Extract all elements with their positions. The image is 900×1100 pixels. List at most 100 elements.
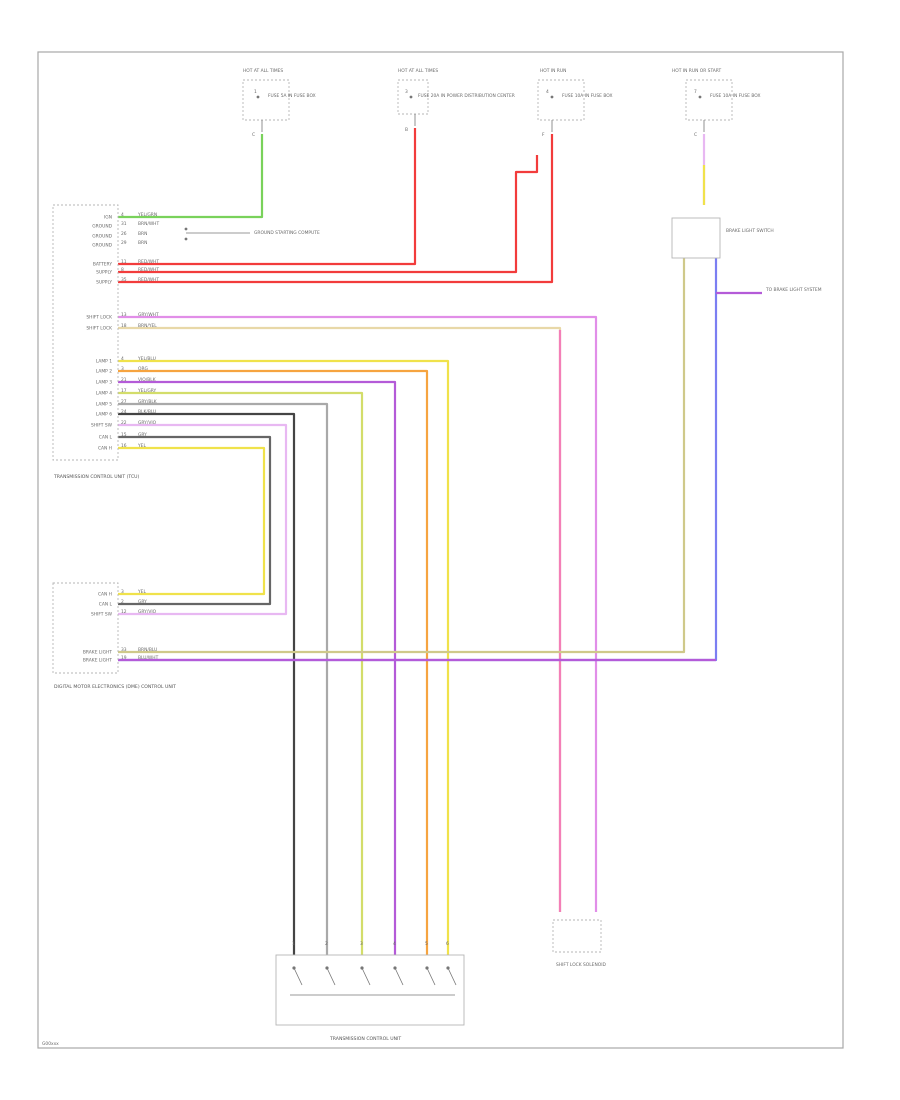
dme-pin-name: CAN L	[99, 602, 113, 608]
tcu-wire-color: RED/WHT	[138, 277, 159, 283]
diagram-frame	[37, 51, 844, 1049]
tcu-pin-name: BATTERY	[93, 262, 113, 268]
tcu-pin-num: 27	[121, 399, 127, 405]
tcu-wire-color: RED/WHT	[138, 259, 159, 265]
fuse-4: HOT IN RUN 4 FUSE 10A IN FUSE BOX F	[537, 68, 612, 138]
tcu-pin-num: 3	[121, 366, 124, 372]
wire-can-h-yellow	[118, 446, 266, 596]
tcu-wire-color: VIO/BLK	[138, 377, 156, 383]
fuse-7-text: FUSE 10A IN FUSE BOX	[710, 93, 760, 99]
tcu-pin-num: 22	[121, 420, 127, 426]
wire-tan-shift-lock	[118, 326, 562, 912]
selector-pin-num: 6	[446, 941, 449, 947]
dme-pin-num: 3	[121, 589, 124, 595]
tcu-pin-num: 18	[121, 323, 127, 329]
fuse-7-pin: C	[694, 132, 697, 138]
fuse-1-header: HOT AT ALL TIMES	[243, 68, 283, 74]
tcu-pin-name: SHIFT LOCK	[86, 315, 112, 321]
tcu-wire-color: BRN	[138, 240, 147, 246]
tcu-label: TRANSMISSION CONTROL UNIT (TCU)	[53, 474, 140, 480]
dme-pin-num: 12	[121, 609, 127, 615]
tcu-wire-color: YEL/GRY	[137, 388, 157, 394]
wire-magenta-shift-lock	[118, 315, 598, 912]
selector-contact	[293, 967, 303, 986]
wire-red-supply-2	[118, 134, 554, 284]
dme-wire-color: GRY/VIO	[138, 609, 157, 615]
selector-pin-num: 2	[325, 941, 328, 947]
tcu-pin-name: GROUND	[92, 234, 112, 240]
tcu-pin-name: CAN L	[99, 435, 113, 441]
tcu-pin-name: SUPPLY	[96, 280, 112, 286]
tcu-pin-name: IGN	[104, 215, 112, 221]
wire-shift-sw-lavender	[118, 423, 288, 616]
dme-wire-color: YEL	[137, 589, 146, 595]
selector-contact	[394, 967, 404, 986]
brake-switch-note: TO BRAKE LIGHT SYSTEM	[765, 287, 822, 293]
dme-pin-name: SHIFT SW	[91, 612, 113, 618]
tcu-wire-color: GRY	[138, 432, 147, 438]
selector-pin-num: 1	[292, 941, 295, 947]
selector-contact	[426, 967, 436, 986]
wire-brake-olive	[118, 258, 686, 654]
tcu-wire-color: GRY/BLK	[138, 399, 157, 405]
fuse-3-text: FUSE 20A IN POWER DISTRIBUTION CENTER	[418, 93, 515, 99]
corner-label: G00xxx	[42, 1041, 59, 1047]
tcu-pin-num: 4	[121, 212, 124, 218]
tcu-wire-color: YEL/BLU	[137, 356, 156, 362]
fuse-3-pin: B	[405, 127, 408, 133]
selector-contact	[361, 967, 371, 986]
wire-lamp-5-gray	[118, 402, 329, 960]
shift-lock-label: SHIFT LOCK SOLENOID	[556, 962, 606, 968]
tcu-wire-color: GRY/VIO	[138, 420, 157, 426]
tcu-pin-name: LAMP 2	[96, 369, 112, 375]
tcu-pin-name: LAMP 6	[96, 412, 112, 418]
tcu-pin-name: GROUND	[92, 243, 112, 249]
fuse-1: HOT AT ALL TIMES 1 FUSE 5A IN FUSE BOX C	[242, 68, 316, 138]
wire-lamp-1-yellow	[118, 359, 450, 960]
tcu-pin-num: 26	[121, 231, 127, 237]
tcu-pin-name: LAMP 4	[96, 391, 112, 397]
wire-lamp-6-black	[118, 412, 296, 960]
selector-pin-num: 3	[360, 941, 363, 947]
fuse-7-header: HOT IN RUN OR START	[672, 68, 722, 74]
dme-pin-num: 33	[121, 647, 127, 653]
tcu-pin-num: 15	[121, 432, 127, 438]
tcu-pin-num: 35	[121, 277, 127, 283]
tcu-wire-color: BLK/BLU	[138, 409, 156, 415]
fuse-3: HOT AT ALL TIMES 3 FUSE 20A IN POWER DIS…	[397, 68, 515, 133]
fuse-4-pin: F	[542, 132, 545, 138]
tcu-wire-color: ORG	[138, 366, 149, 372]
wire-can-l-gray	[118, 435, 272, 606]
tcu-pin-num: 16	[121, 443, 127, 449]
tcu-pin-name: GROUND	[92, 224, 112, 230]
tcu-pin-num: 13	[121, 312, 127, 318]
ground-label: GROUND STARTING COMPUTE	[254, 230, 320, 236]
fuse-1-num: 1	[254, 89, 257, 95]
tcu-pin-name: LAMP 1	[96, 359, 112, 365]
tcu-pin-num: 4	[121, 356, 124, 362]
tcu-pin-name: SHIFT SW	[91, 423, 113, 429]
tcu-pin-num: 21	[121, 377, 127, 383]
wire-brake-blue	[118, 258, 718, 662]
wire-red-supply	[118, 155, 539, 274]
shift-lock-solenoid: SHIFT LOCK SOLENOID	[552, 919, 606, 968]
tcu-pin-name: SHIFT LOCK	[86, 326, 112, 332]
tcu-pin-num: 31	[121, 221, 127, 227]
dme-wire-color: BLU/WHT	[138, 655, 159, 661]
dme-pin-name: BRAKE LIGHT	[83, 650, 112, 656]
tcu-pin-name: LAMP 3	[96, 380, 112, 386]
dme-label: DIGITAL MOTOR ELECTRONICS (DME) CONTROL …	[54, 684, 176, 690]
wire-lamp-4-ylwgrn	[118, 391, 364, 960]
tcu-pin-num: 29	[121, 240, 127, 246]
fuse-7-num: 7	[694, 89, 697, 95]
wire-harness	[118, 128, 762, 960]
tcu-pin-num: 11	[121, 259, 127, 265]
dme-pin-num: 2	[121, 599, 124, 605]
tcu-pin-name: LAMP 5	[96, 402, 112, 408]
fuse-1-pin: C	[252, 132, 255, 138]
selector-pin-num: 4	[393, 941, 396, 947]
fuse-3-num: 3	[405, 89, 408, 95]
wire-lamp-3-violet	[118, 380, 397, 960]
